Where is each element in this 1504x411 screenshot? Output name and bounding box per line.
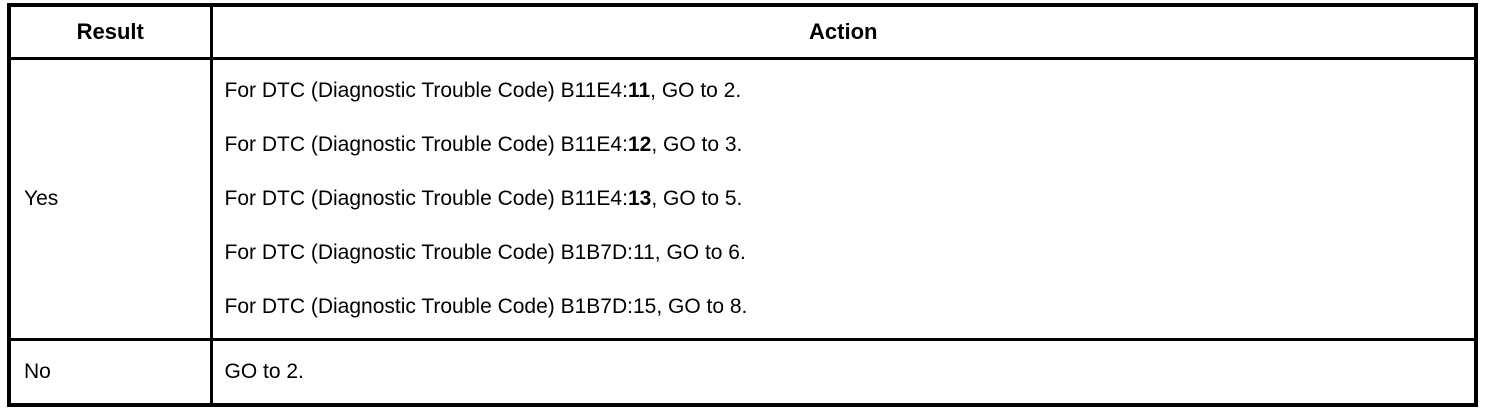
action-line: For DTC (Diagnostic Trouble Code) B11E4:… (225, 118, 1463, 172)
action-cell-yes: For DTC (Diagnostic Trouble Code) B11E4:… (209, 56, 1478, 341)
action-line: For DTC (Diagnostic Trouble Code) B11E4:… (225, 172, 1463, 226)
dtc-code-bold-segment: 11 (627, 78, 651, 102)
action-line: GO to 2. (225, 345, 1463, 399)
table-header-row: Result Action (7, 3, 1478, 60)
dtc-code-bold-segment: 13 (627, 186, 652, 210)
action-line: For DTC (Diagnostic Trouble Code) B11E4:… (225, 64, 1463, 118)
action-text-segment: , GO to 5. (651, 186, 743, 210)
column-header-result: Result (7, 3, 213, 60)
action-text-segment: For DTC (Diagnostic Trouble Code) B11E4: (224, 132, 628, 156)
table-row-yes: Yes For DTC (Diagnostic Trouble Code) B1… (7, 56, 1478, 341)
column-header-action: Action (209, 3, 1478, 60)
result-cell-yes: Yes (7, 56, 213, 341)
action-text-segment: For DTC (Diagnostic Trouble Code) B1B7D:… (224, 294, 748, 318)
action-line: For DTC (Diagnostic Trouble Code) B1B7D:… (225, 226, 1463, 280)
action-text-segment: , GO to 3. (651, 132, 743, 156)
action-text-segment: , GO to 2. (650, 78, 742, 102)
action-cell-no: GO to 2. (209, 337, 1478, 406)
action-text-segment: GO to 2. (224, 359, 304, 383)
diagnostic-result-action-table: Result Action Yes For DTC (Diagnostic Tr… (7, 3, 1478, 407)
action-text-segment: For DTC (Diagnostic Trouble Code) B11E4: (224, 186, 628, 210)
action-text-segment: For DTC (Diagnostic Trouble Code) B11E4: (224, 78, 628, 102)
table-row-no: No GO to 2. (7, 337, 1478, 406)
result-cell-no: No (7, 337, 213, 406)
action-text-segment: For DTC (Diagnostic Trouble Code) B1B7D:… (224, 240, 746, 264)
dtc-code-bold-segment: 12 (627, 132, 652, 156)
action-line: For DTC (Diagnostic Trouble Code) B1B7D:… (225, 280, 1463, 334)
